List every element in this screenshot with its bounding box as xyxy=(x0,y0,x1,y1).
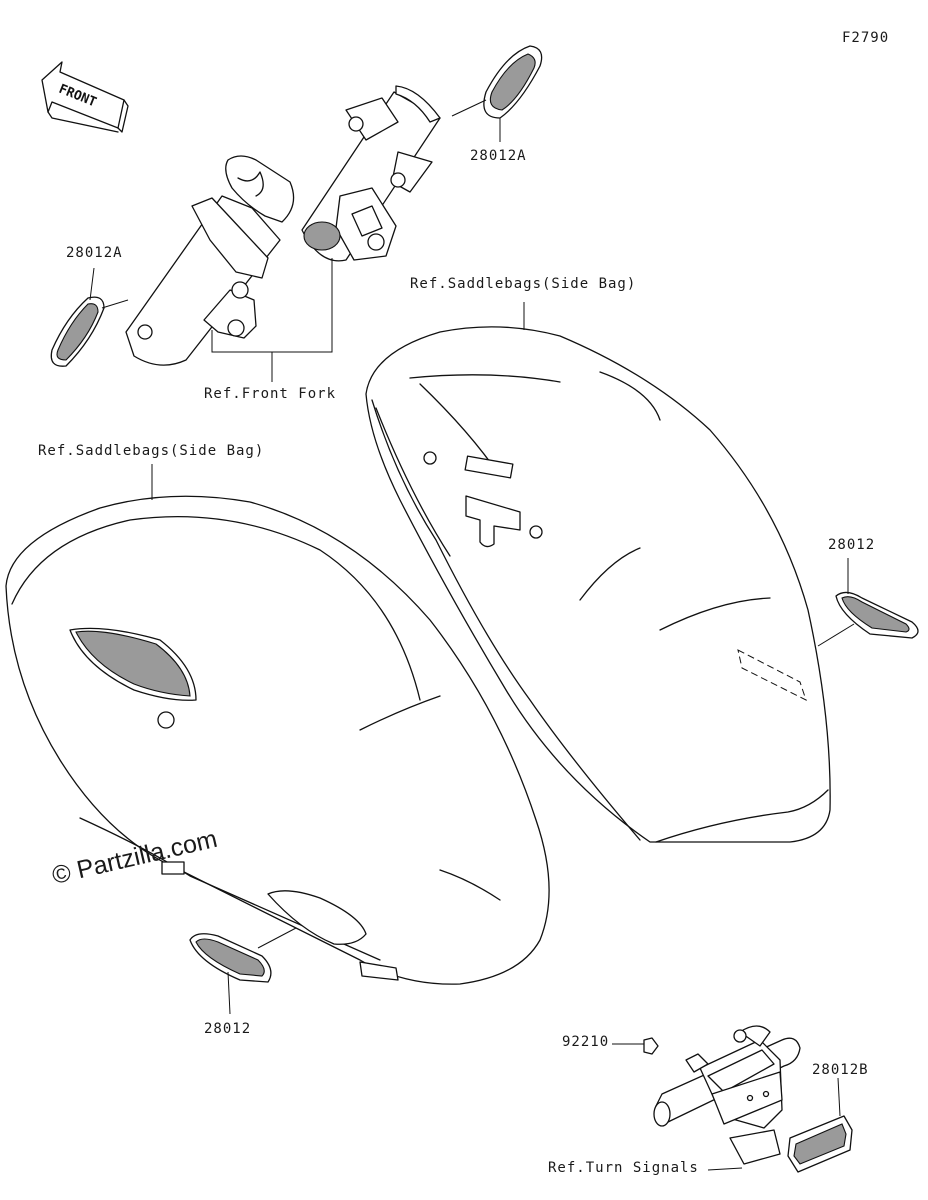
reflector-28012a-left xyxy=(50,296,105,367)
saddlebag-right xyxy=(365,326,831,843)
callout-turn-signals-ref: Ref.Turn Signals xyxy=(548,1160,699,1176)
callout-saddlebag-left-ref: Ref.Saddlebags(Side Bag) xyxy=(38,443,265,459)
callout-28012b: 28012B xyxy=(812,1062,869,1078)
reflector-28012-right xyxy=(835,591,919,639)
leader-lines xyxy=(89,99,855,1171)
callout-28012-left: 28012 xyxy=(204,1021,252,1037)
front-fork-left-leg xyxy=(125,155,295,366)
callout-front-fork-ref: Ref.Front Fork xyxy=(204,386,337,402)
callout-28012a-left: 28012A xyxy=(66,245,123,261)
diagram-code: F2790 xyxy=(842,30,890,46)
callout-28012-right: 28012 xyxy=(828,537,876,553)
callout-92210: 92210 xyxy=(562,1034,610,1050)
reflector-28012a-right xyxy=(483,45,543,119)
reflector-28012-left xyxy=(189,933,272,983)
front-fork-right-leg xyxy=(301,85,441,262)
saddlebag-left xyxy=(5,495,550,985)
turn-signal-bracket xyxy=(653,1025,801,1165)
front-arrow-icon: FRONT xyxy=(41,61,129,133)
callout-28012a-right: 28012A xyxy=(470,148,527,164)
nut-92210 xyxy=(643,1037,659,1055)
callout-saddlebag-right-ref: Ref.Saddlebags(Side Bag) xyxy=(410,276,637,292)
reflector-28012b xyxy=(787,1115,853,1173)
